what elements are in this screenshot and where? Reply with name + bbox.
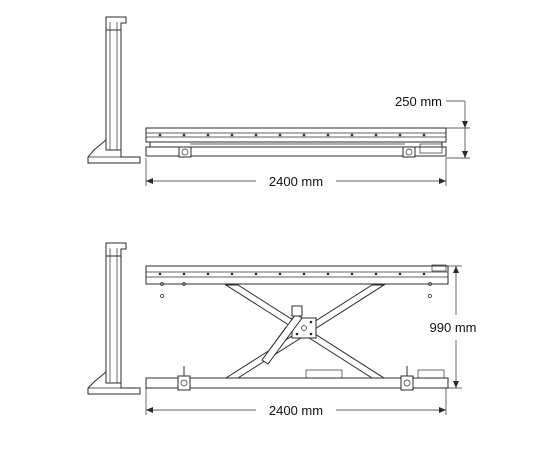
length-dimension-raised: 2400 mm: [145, 388, 447, 418]
wheel-left-top: [178, 146, 192, 158]
length-label-top: 2400 mm: [269, 174, 323, 189]
height-label-250: 250 mm: [395, 94, 442, 109]
stand-post-bottom: [87, 242, 141, 395]
scissor-mechanism: [224, 284, 386, 379]
height-dimension-raised: 990 mm: [430, 265, 477, 389]
roller-row-top: [158, 133, 426, 137]
stand-post-top: [87, 16, 141, 164]
height-dimension-top: 250 mm: [395, 94, 470, 159]
length-dimension-top: 2400 mm: [145, 158, 447, 189]
platform-top: [145, 127, 447, 158]
roller-row-raised: [158, 272, 426, 276]
wheel-right-raised: [400, 366, 414, 391]
lowered-view: 250 mm 2400 mm: [87, 16, 470, 189]
wheel-left-raised: [177, 366, 191, 391]
platform-raised: [145, 264, 449, 298]
base-frame: [145, 366, 449, 391]
wheel-right-top: [402, 146, 416, 158]
length-label-raised: 2400 mm: [269, 403, 323, 418]
raised-view: 990 mm 2400 mm: [87, 242, 477, 418]
height-label-990: 990 mm: [430, 320, 477, 335]
